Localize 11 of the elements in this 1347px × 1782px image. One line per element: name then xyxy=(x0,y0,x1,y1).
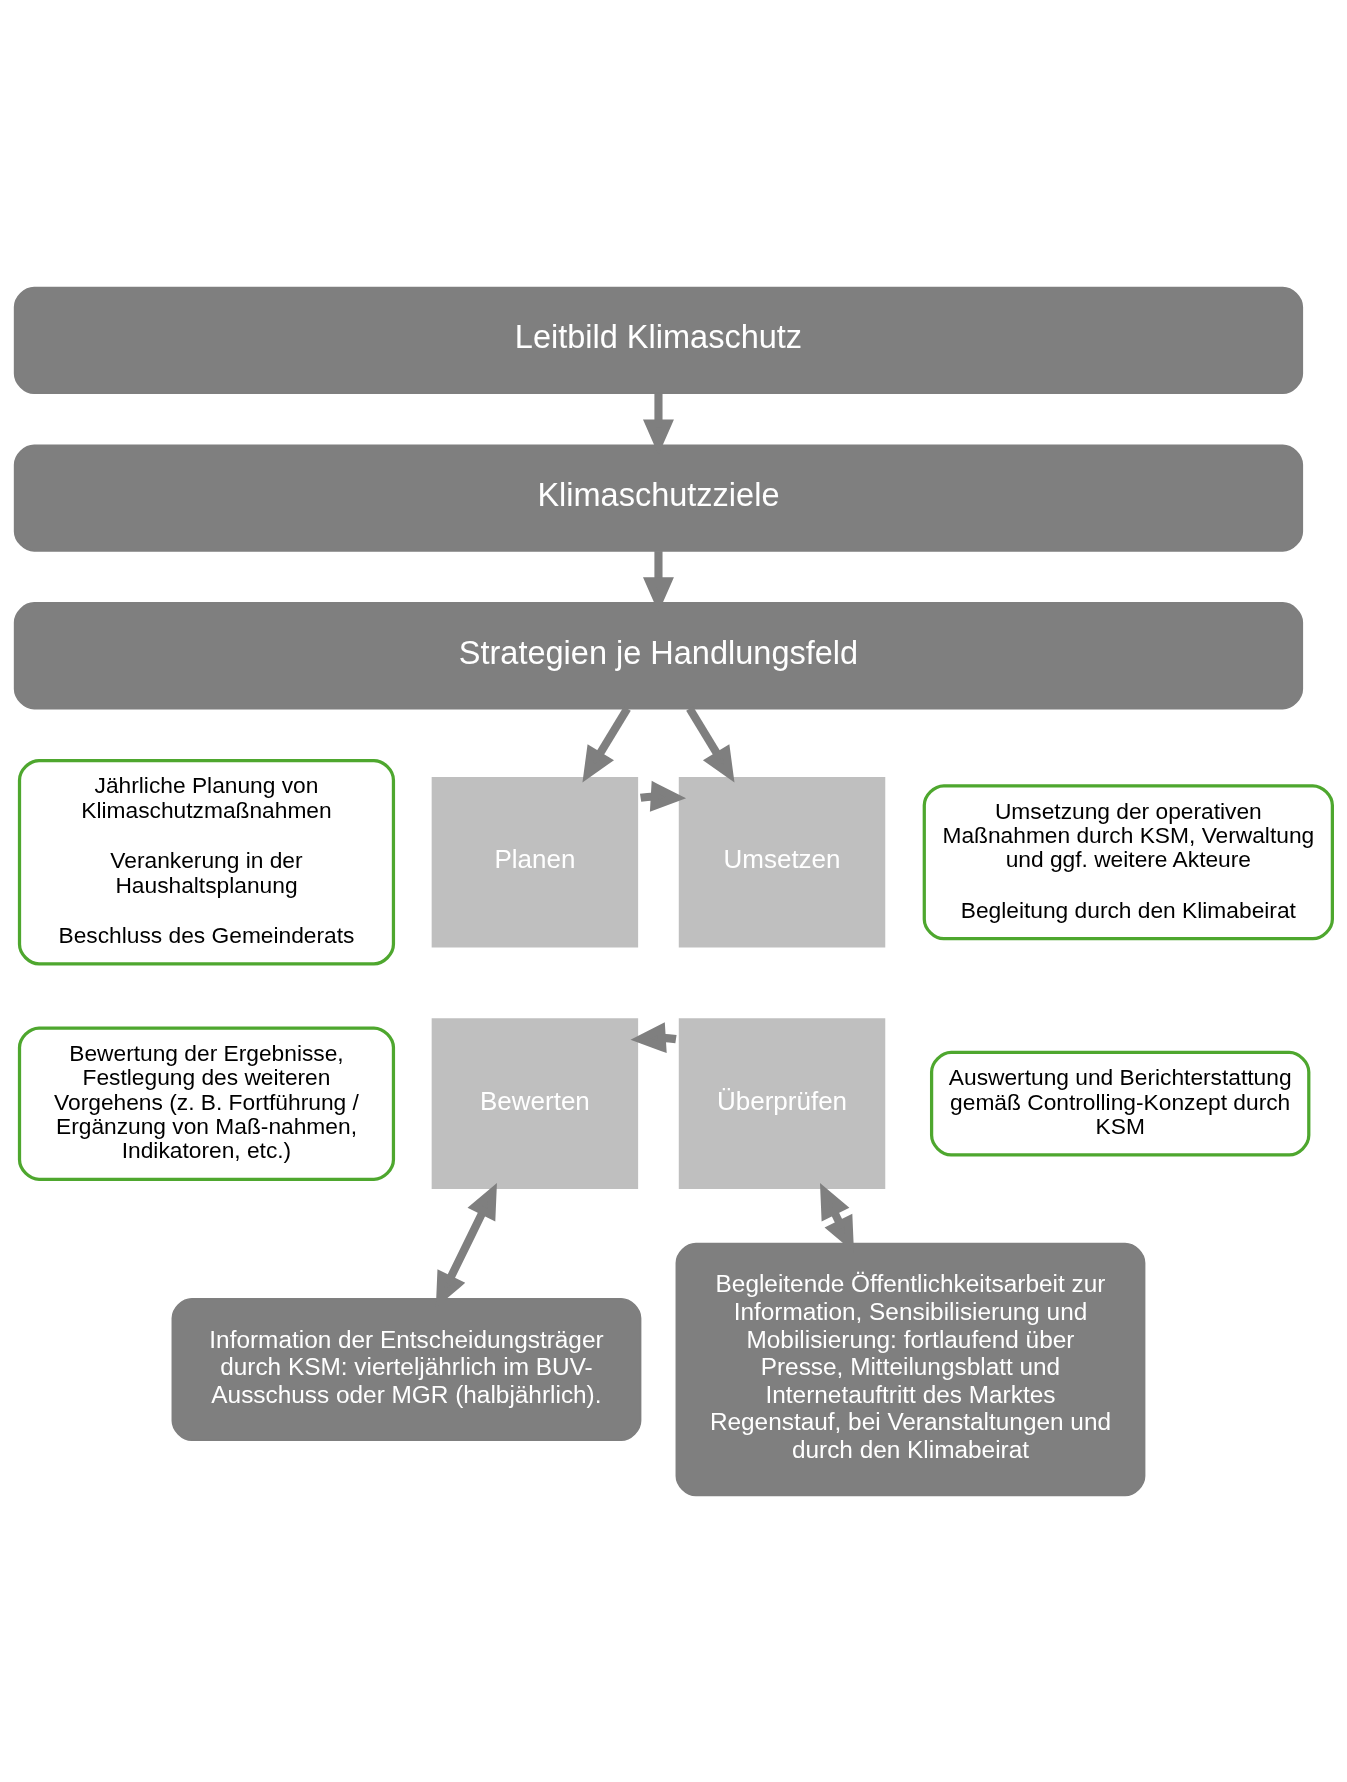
node-box: Leitbild Klimaschutz xyxy=(13,286,1304,394)
arrow xyxy=(686,706,735,782)
node-box: Bewertung der Ergebnisse, Festlegung des weiteren Vorgehens (z. B. Fortführung / Ergänzung von Maß-nahmen, Indikatoren, etc.) xyxy=(17,1025,396,1181)
node-box: Strategien je Handlungsfeld xyxy=(13,601,1304,709)
node-box: Umsetzung der operativen Maßnahmen durch KSM, Verwaltung und ggf. weitere Akteure Begleitung durch den Klimabeirat xyxy=(922,783,1334,940)
arrow xyxy=(582,706,631,782)
node-box: Information der Entscheidungsträger durch KSM: vierteljährlich im BUV-Ausschuss oder MGR (halbjährlich). xyxy=(171,1297,642,1441)
node-box: Klimaschutzziele xyxy=(13,443,1304,552)
node-box: Begleitende Öffentlichkeitsarbeit zur Information, Sensibilisierung und Mobilisierung: fortlaufend über Presse, Mitteilungsblatt und Internetauftritt des Marktes Regenstauf, bei Veranstaltungen und durch den Klimabeirat xyxy=(675,1242,1146,1496)
node-box: Auswertung und Berichterstattung gemäß Controlling-Konzept durch KSM xyxy=(929,1050,1311,1156)
node-box: Jährliche Planung von Klimaschutzmaßnahmen Verankerung in der Haushaltsplanung Beschluss des Gemeinderats xyxy=(17,758,396,965)
